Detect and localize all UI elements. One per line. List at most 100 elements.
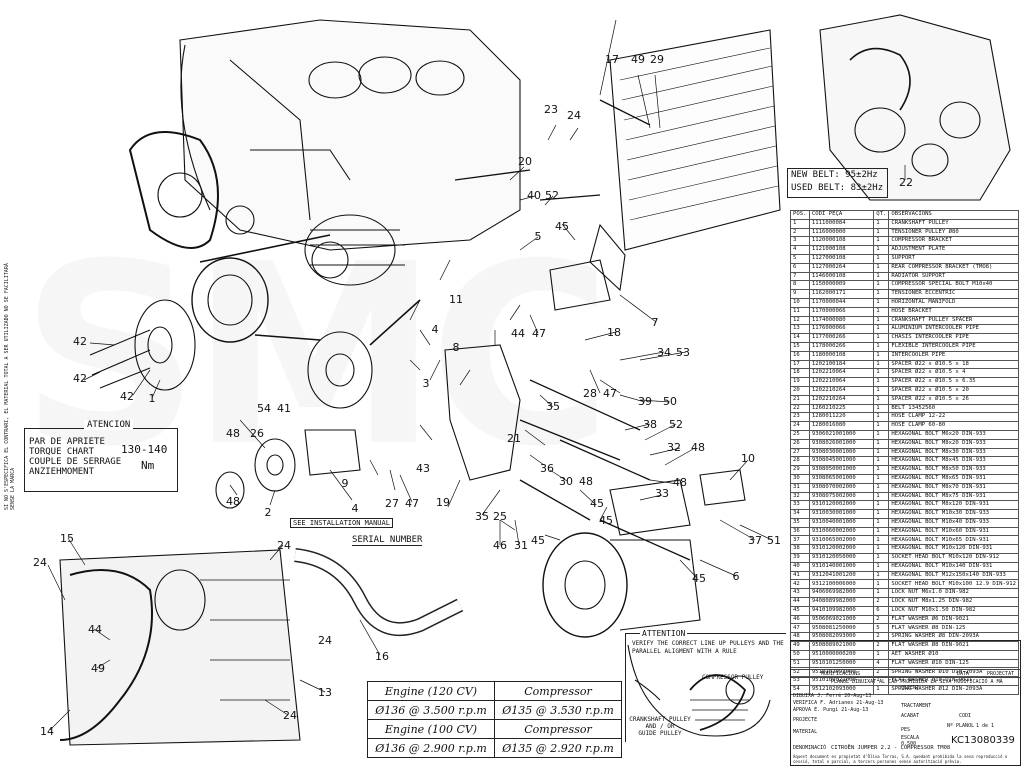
part-qty: 1 bbox=[873, 482, 890, 493]
part-qty: 1 bbox=[873, 438, 890, 449]
compressor-pulley-label: COMPRESSOR PULLEY bbox=[702, 674, 764, 681]
part-code: 9506069021000 bbox=[808, 614, 875, 625]
part-pos: 11 bbox=[790, 306, 810, 317]
dibuixa-label: DIBUIXA bbox=[793, 693, 815, 699]
part-pos: 24 bbox=[790, 421, 810, 431]
row-dibuixa: DIBUIXA J. Ferré 20-Aug-13 bbox=[793, 693, 871, 699]
part-pos: 23 bbox=[790, 412, 810, 423]
part-description: LOCK NUT M10x1.50 DIN-982 bbox=[888, 605, 1019, 616]
callout-43: 43 bbox=[416, 462, 430, 475]
callout-21: 21 bbox=[507, 432, 521, 445]
callout-14: 14 bbox=[40, 725, 54, 738]
parts-header-desc: OBSERVACIONS bbox=[888, 210, 1019, 220]
crankshaft-pulley-label: CRANKSHAFT PULLEY AND / OR GUIDE PULLEY bbox=[629, 716, 691, 737]
part-code: 1202210264 bbox=[808, 394, 875, 405]
callout-33: 33 bbox=[655, 487, 669, 500]
part-qty: 1 bbox=[873, 350, 890, 361]
part-description: HOSE BRACKET bbox=[888, 306, 1019, 317]
part-pos: 21 bbox=[790, 394, 810, 405]
part-pos: 4 bbox=[790, 245, 810, 255]
aprova-date: 21-Aug-13 bbox=[841, 707, 869, 713]
compressor-speed-2: Ø135 @ 2.920 r.p.m bbox=[494, 738, 622, 758]
part-qty: 1 bbox=[873, 491, 890, 502]
part-qty: 1 bbox=[873, 553, 890, 563]
part-code: 9310120002000 bbox=[808, 544, 875, 555]
part-qty: 1 bbox=[873, 473, 890, 484]
part-qty: 1 bbox=[873, 218, 890, 229]
part-description: HEXAGONAL BOLT M12x150x140 DIN-933 bbox=[888, 570, 1019, 581]
part-code: 1170000066 bbox=[808, 306, 875, 317]
part-pos: 13 bbox=[790, 324, 810, 335]
part-description: SPACER Ø22 x Ø10.5 x 18 bbox=[888, 359, 1019, 370]
part-code: 1177000266 bbox=[808, 333, 875, 343]
callout-42b: 42 bbox=[73, 372, 87, 385]
callout-4: 4 bbox=[352, 502, 359, 515]
part-pos: 27 bbox=[790, 447, 810, 458]
codi-label: CODI bbox=[959, 713, 972, 719]
part-description: HEXAGONAL BOLT M10x65 DIN-931 bbox=[888, 535, 1019, 546]
callout-2: 2 bbox=[265, 506, 272, 519]
verifica-date: 21-Aug-13 bbox=[856, 700, 884, 706]
acabat-label: ACABAT bbox=[901, 713, 920, 719]
part-qty: 6 bbox=[873, 605, 890, 616]
side-note: SI NO S'ESPECIFICA EL CONTRARI, EL MATER… bbox=[4, 263, 16, 510]
torque-unit: Nm bbox=[141, 459, 155, 472]
part-description: CRANKSHAFT PULLEY SPACER bbox=[888, 315, 1019, 326]
part-qty: 1 bbox=[873, 500, 890, 511]
used-belt-frequency: USED BELT: 83±2Hz bbox=[791, 183, 884, 193]
part-code: 9308075002000 bbox=[808, 491, 875, 502]
callout-31: 31 bbox=[514, 539, 528, 552]
parts-header-row: POS. CODI PEÇA QT. OBSERVACIONS bbox=[790, 210, 1019, 220]
part-qty: 2 bbox=[873, 597, 890, 607]
parts-header-pos: POS. bbox=[790, 210, 810, 220]
part-qty: 1 bbox=[873, 368, 890, 379]
part-pos: 7 bbox=[790, 271, 810, 282]
part-code: 1180000108 bbox=[808, 350, 875, 361]
dibuixa-date: 20-Aug-13 bbox=[844, 693, 872, 699]
compressor-header-2: Compressor bbox=[494, 719, 622, 739]
part-code: 1146000108 bbox=[808, 271, 875, 282]
callout-45: 45 bbox=[555, 220, 569, 233]
part-description: TENSIONER PULLEY Ø80 bbox=[888, 227, 1019, 238]
callout-19: 19 bbox=[436, 496, 450, 509]
callout-46: 46 bbox=[493, 539, 507, 552]
callout-30: 30 bbox=[559, 475, 573, 488]
part-pos: 37 bbox=[790, 535, 810, 546]
title-block: MODIFICACIONS DATA PROJECTAT PLÀNOL DIBU… bbox=[790, 640, 1021, 766]
callout-16: 16 bbox=[375, 650, 389, 663]
part-qty: 1 bbox=[873, 341, 890, 352]
torque-line-2: TORQUE CHART bbox=[29, 447, 95, 457]
parts-header-qty: QT. bbox=[873, 210, 890, 220]
callout-53: 53 bbox=[676, 346, 690, 359]
part-qty: 1 bbox=[873, 579, 890, 590]
part-pos: 18 bbox=[790, 368, 810, 379]
part-pos: 22 bbox=[790, 403, 810, 414]
part-pos: 5 bbox=[790, 253, 810, 264]
part-pos: 9 bbox=[790, 289, 810, 299]
part-qty: 1 bbox=[873, 262, 890, 273]
part-code: 1178000266 bbox=[808, 341, 875, 352]
part-qty: 1 bbox=[873, 456, 890, 467]
part-qty: 1 bbox=[873, 306, 890, 317]
part-description: SUPPORT bbox=[888, 253, 1019, 264]
callout-51: 51 bbox=[767, 534, 781, 547]
callout-44: 44 bbox=[511, 327, 525, 340]
engine-120-header: Engine (120 CV) bbox=[367, 681, 495, 701]
modificacions-label: MODIFICACIONS bbox=[821, 671, 861, 677]
part-description: HEXAGONAL BOLT M8x120 DIN-931 bbox=[888, 500, 1019, 511]
part-qty: 1 bbox=[873, 429, 890, 440]
